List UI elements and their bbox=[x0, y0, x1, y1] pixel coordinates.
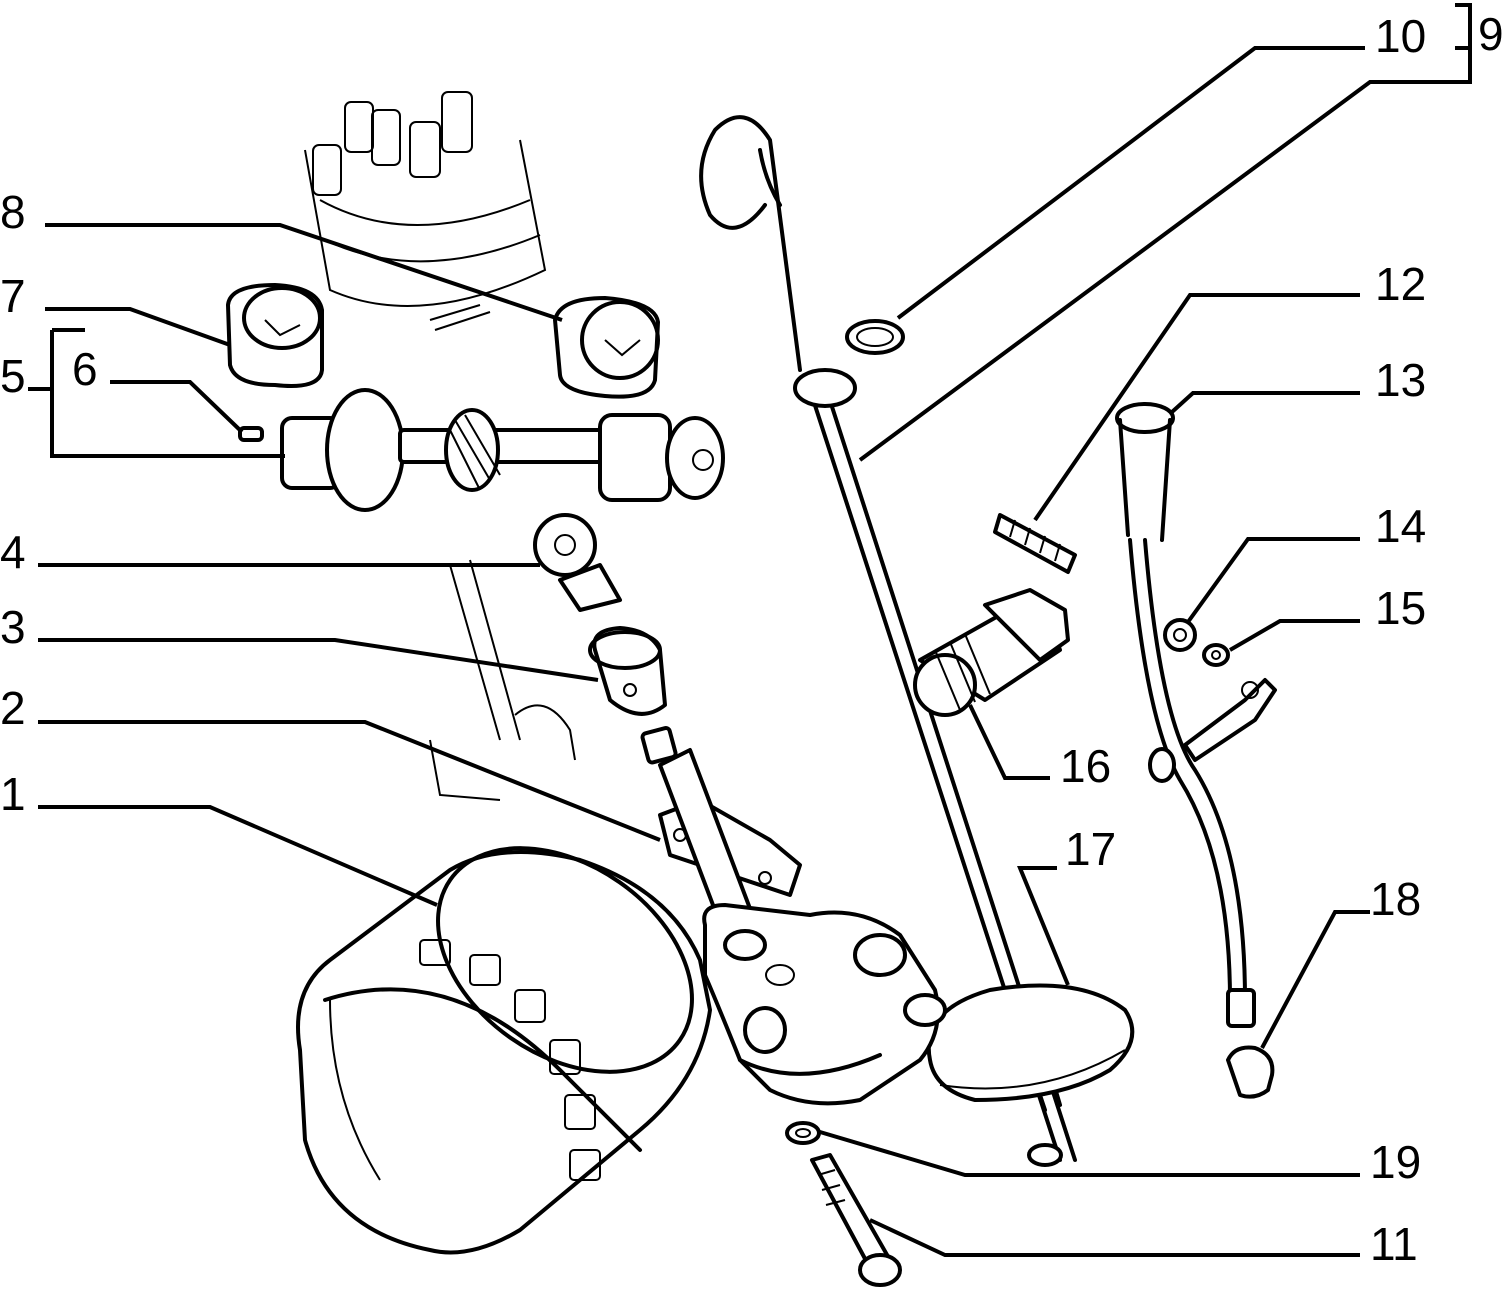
label-6: 6 bbox=[72, 343, 98, 395]
part-labels: 1 2 3 4 5 6 7 8 9 10 11 12 13 14 15 16 1… bbox=[0, 8, 1504, 1270]
oil-strainer bbox=[926, 983, 1135, 1102]
label-19: 19 bbox=[1370, 1136, 1421, 1188]
label-8: 8 bbox=[0, 186, 26, 238]
oil-pump-body bbox=[702, 903, 947, 1106]
dipstick-tube bbox=[1115, 402, 1247, 1002]
label-18: 18 bbox=[1370, 873, 1421, 925]
label-12: 12 bbox=[1375, 258, 1426, 310]
tube-plug bbox=[1226, 988, 1275, 1099]
dipstick-o-ring bbox=[845, 319, 905, 355]
leader-lines bbox=[28, 3, 1472, 1257]
label-4: 4 bbox=[0, 526, 26, 578]
pump-bolt bbox=[810, 1153, 902, 1287]
label-11: 11 bbox=[1370, 1218, 1418, 1270]
label-16: 16 bbox=[1060, 740, 1111, 792]
label-9: 9 bbox=[1478, 8, 1504, 60]
label-5: 5 bbox=[0, 350, 26, 402]
label-7: 7 bbox=[0, 270, 26, 322]
label-1: 1 bbox=[0, 768, 26, 820]
bolt-washer bbox=[785, 1121, 821, 1145]
threaded-union bbox=[913, 588, 1070, 717]
distributor-drive-shaft bbox=[238, 388, 725, 512]
label-10: 10 bbox=[1375, 10, 1426, 62]
shaft-bushing bbox=[588, 626, 667, 716]
washer bbox=[1202, 643, 1230, 667]
bearing-bushing-7 bbox=[226, 283, 324, 388]
tube-bracket bbox=[1183, 678, 1277, 762]
oil-filter bbox=[296, 846, 712, 1255]
threaded-stud bbox=[993, 513, 1077, 574]
label-14: 14 bbox=[1375, 500, 1426, 552]
label-15: 15 bbox=[1375, 582, 1426, 634]
nut bbox=[1163, 618, 1197, 652]
label-2: 2 bbox=[0, 682, 26, 734]
drive-pinion bbox=[533, 513, 622, 612]
label-17: 17 bbox=[1065, 823, 1116, 875]
label-13: 13 bbox=[1375, 354, 1426, 406]
bearing-bushing-8 bbox=[553, 296, 660, 399]
label-3: 3 bbox=[0, 601, 26, 653]
